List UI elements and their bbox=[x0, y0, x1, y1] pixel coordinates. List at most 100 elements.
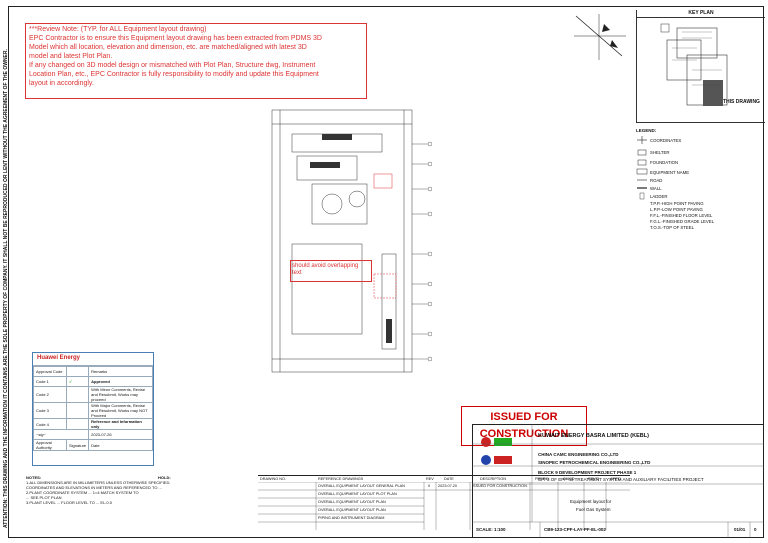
revision-table: DRAWING NO. REFERENCE DRAWINGS REV DATE … bbox=[258, 475, 630, 531]
key-plan-map bbox=[660, 23, 728, 106]
hold-title: HOLD: bbox=[158, 475, 171, 480]
ref-drawing: PIPING AND INSTRUMENT DIAGRAM bbox=[318, 516, 385, 520]
project-name: BLOCK 9 DEVELOPMENT PROJECT PHASE 1 bbox=[538, 470, 637, 475]
title-block-grid bbox=[472, 424, 764, 538]
rev-header: CHK'D bbox=[563, 477, 575, 481]
key-plan-title: KEY PLAN bbox=[637, 10, 765, 18]
legend-item: SHELTER bbox=[650, 150, 670, 155]
contractor-name: CHINA CAMC ENGINEERING CO.,LTD bbox=[538, 452, 619, 457]
key-plan: KEY PLAN THIS DRAWING bbox=[636, 10, 765, 123]
table-row: Code 1 ✓ Approved bbox=[33, 376, 153, 387]
approval-logo: Huawei Energy bbox=[37, 355, 81, 361]
table-row: Code 4 Reference and Information only bbox=[33, 418, 153, 430]
revision-number: 0 bbox=[754, 527, 757, 532]
approval-header: Huawei Energy bbox=[33, 353, 153, 366]
rev-header: REFERENCE DRAWINGS bbox=[318, 477, 364, 481]
review-note-line: If any changed on 3D model design or mis… bbox=[29, 62, 316, 69]
client-name: KUWAIT ENERGY BASRA LIMITED (KEBL) bbox=[538, 433, 649, 439]
note-line: COORDINATES AND ELEVATIONS IN METERS AND… bbox=[26, 485, 162, 490]
table-cell: Code 4 bbox=[33, 418, 67, 430]
table-row: Approval Authority Signature Date bbox=[33, 439, 153, 451]
table-cell bbox=[65, 402, 90, 419]
legend: LEGEND: COORDINATES SHELTER FOUNDATION E… bbox=[636, 128, 764, 240]
callout-line: text bbox=[292, 270, 302, 276]
legend-item: F.F.L.-FINISHED FLOOR LEVEL bbox=[650, 213, 713, 218]
issued-for-construction-stamp: ISSUED FOR CONSTRUCTION bbox=[461, 406, 587, 446]
table-cell bbox=[65, 366, 90, 377]
north-arrow-icon bbox=[574, 14, 626, 60]
contractor-name-2: SINOPEC PETROCHEMICAL ENGINEERING CO.,LT… bbox=[538, 460, 651, 465]
rev-header: PREP'D bbox=[535, 477, 549, 481]
note-line: 2.PLANT COORDINATE SYSTEM ... 1=4 MATCH … bbox=[26, 490, 139, 495]
legend-item: FOUNDATION bbox=[650, 160, 679, 165]
stamp-line: ISSUED FOR bbox=[490, 411, 558, 423]
legend-symbols bbox=[636, 136, 648, 200]
note-line: 1.ALL DIMENSIONS ARE IN MILLIMETERS UNLE… bbox=[26, 480, 171, 485]
table-cell: ✓ bbox=[65, 376, 90, 387]
rev-header: APP'D bbox=[610, 477, 622, 481]
table-cell: Approval Authority bbox=[33, 439, 67, 451]
ref-drawing: OVERALL EQUIPMENT LAYOUT PLAN bbox=[318, 508, 386, 512]
notes-title: NOTES: bbox=[26, 475, 42, 480]
note-line: 3.PLANT LEVEL ... FLOOR LEVEL TO ... EL.… bbox=[26, 500, 112, 505]
callout-line: should avoid overlapping bbox=[292, 263, 359, 269]
review-note-line: EPC Contractor is to ensure this Equipme… bbox=[29, 35, 322, 42]
table-cell: 2023-07-26 bbox=[88, 429, 153, 440]
rev-number: 0 bbox=[428, 484, 431, 488]
legend-item: T.O.S.-TOP OF STEEL bbox=[650, 225, 695, 230]
table-cell: Code 3 bbox=[33, 402, 67, 419]
legend-item: LADDER bbox=[650, 194, 668, 199]
rev-header: REV bbox=[426, 477, 434, 481]
side-notice-strip: ATTENTION: THIS DRAWING AND THE INFORMAT… bbox=[0, 0, 16, 543]
table-cell: Date bbox=[88, 439, 153, 451]
review-note-line: Location Plan, etc., EPC Contractor is f… bbox=[29, 71, 319, 78]
table-cell: Code 2 bbox=[33, 386, 67, 403]
approval-table: Approval Code Remarks Code 1 ✓ Approved … bbox=[32, 366, 153, 451]
table-cell bbox=[65, 418, 90, 430]
table-cell: Remarks bbox=[88, 366, 153, 377]
legend-item: T.P.P.-HIGH POINT PAVING bbox=[650, 201, 704, 206]
legend-title: LEGEND: bbox=[636, 128, 657, 133]
scale-label: SCALE: 1:100 bbox=[476, 527, 506, 532]
sheet-number: 01/01 bbox=[734, 527, 746, 532]
ref-drawing: OVERALL EQUIPMENT LAYOUT PLAN bbox=[318, 500, 386, 504]
rev-date: 2023.07.20 bbox=[438, 484, 458, 488]
table-cell: Signature bbox=[65, 439, 90, 451]
table-cell: ~sig~ bbox=[32, 429, 90, 440]
review-callout: should avoid overlapping text bbox=[292, 263, 358, 277]
table-cell: With Major Comments, Revise and Resubmit… bbox=[88, 402, 153, 419]
review-note-line: model and latest Plot Plan. bbox=[29, 53, 113, 60]
table-row: ~sig~ 2023-07-26 bbox=[32, 429, 153, 440]
table-cell: With Minor Comments, Revise and Resubmit… bbox=[88, 386, 153, 403]
note-line: ... SEE PLOT PLAN bbox=[26, 495, 62, 500]
rev-grid bbox=[258, 482, 630, 530]
key-plan-label: THIS DRAWING bbox=[723, 99, 760, 105]
review-note-line: Model which all location, elevation and … bbox=[29, 44, 307, 51]
approval-box: Huawei Energy Approval Code Remarks Code… bbox=[32, 352, 154, 466]
drawing-title-2: Fuel Gas System bbox=[576, 507, 611, 512]
table-cell bbox=[65, 386, 90, 403]
signature: ~sig~ bbox=[36, 432, 46, 437]
legend-item: F.G.L.-FINISHED GRADE LEVEL bbox=[650, 219, 714, 224]
side-notice-text: ATTENTION: THIS DRAWING AND THE INFORMAT… bbox=[3, 49, 9, 528]
stamp-line: CONSTRUCTION bbox=[479, 428, 569, 440]
table-cell: Reference and Information only bbox=[88, 418, 153, 430]
drawing-title: Equipment layout for bbox=[570, 499, 612, 504]
rev-description: ISSUED FOR CONSTRUCTION bbox=[472, 484, 527, 488]
table-row: Approval Code Remarks bbox=[33, 366, 153, 377]
legend-item: WALL bbox=[650, 186, 662, 191]
drawing-number: CB9-123-CPF-LAY-PF-EL-002 bbox=[544, 527, 606, 532]
table-cell: Approval Code bbox=[33, 366, 67, 377]
drawing-notes: NOTES: 1.ALL DIMENSIONS ARE IN MILLIMETE… bbox=[26, 475, 256, 530]
ref-drawing: OVERALL EQUIPMENT LAYOUT GENERAL PLAN bbox=[318, 484, 405, 488]
table-row: Code 3 With Major Comments, Revise and R… bbox=[33, 402, 153, 419]
drawing-sheet-border bbox=[8, 6, 764, 538]
legend-item: COORDINATES bbox=[650, 138, 682, 143]
callout-box bbox=[290, 260, 372, 282]
table-cell: Approved bbox=[88, 376, 153, 387]
legend-item: EQUIPMENT NAME bbox=[650, 170, 690, 175]
rev-header: REV'D bbox=[588, 477, 600, 481]
equipment-layout-plan bbox=[271, 109, 432, 373]
rev-header: DRAWING NO. bbox=[260, 477, 287, 481]
rev-header: DESCRIPTION bbox=[480, 477, 506, 481]
